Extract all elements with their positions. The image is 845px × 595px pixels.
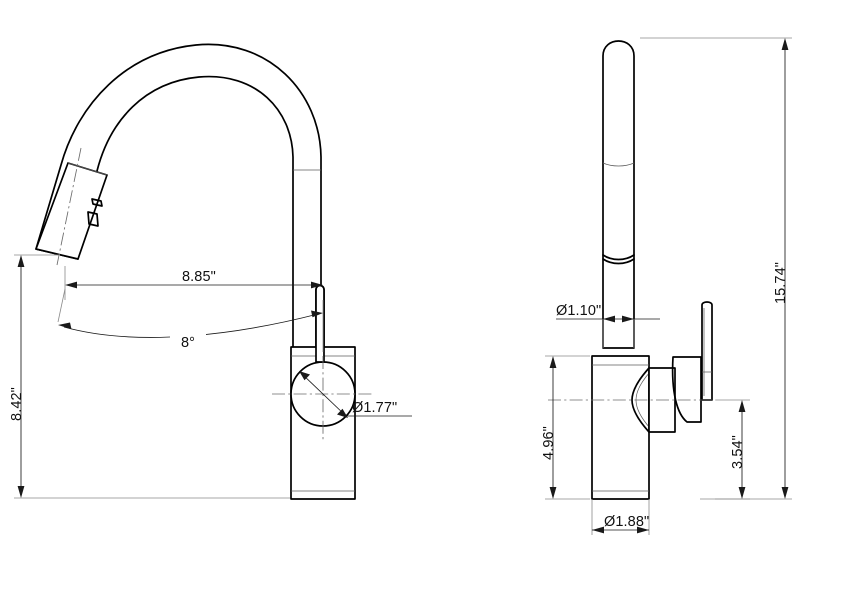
dim-spout-height-label: 8.42" bbox=[9, 387, 25, 421]
spray-head bbox=[35, 162, 108, 260]
dim-body-height: 4.96" bbox=[541, 355, 590, 500]
dim-base-diameter-front: Ø1.77" bbox=[299, 371, 412, 418]
spout-column-side bbox=[602, 40, 635, 349]
dim-body-height-label: 4.96" bbox=[541, 426, 557, 460]
dim-reach-label: 8.85" bbox=[182, 269, 216, 285]
lever-handle-side bbox=[701, 301, 713, 401]
dim-spray-angle: 8° bbox=[57, 288, 323, 351]
knurled-grip bbox=[671, 356, 702, 423]
dim-overall-height-label: 15.74" bbox=[773, 262, 789, 304]
dim-base-diameter-front-label: Ø1.77" bbox=[352, 400, 397, 416]
dim-spray-angle-label: 8° bbox=[181, 335, 195, 351]
dim-overall-height: 15.74" bbox=[640, 37, 792, 500]
dim-spout-tube-diameter-label: Ø1.10" bbox=[556, 303, 601, 319]
dim-handle-height: 3.54" bbox=[700, 399, 750, 500]
lever-stem-overlay bbox=[315, 284, 325, 363]
dim-spout-height: 8.42" bbox=[9, 254, 290, 499]
front-elevation-view: 8.85" 8.42" 8° bbox=[9, 43, 412, 500]
dim-spout-tube-diameter: Ø1.10" bbox=[556, 303, 660, 348]
spray-head-centerline bbox=[56, 147, 82, 266]
dim-reach: 8.85" bbox=[64, 266, 324, 352]
dim-handle-height-label: 3.54" bbox=[730, 435, 746, 469]
gooseneck-spout-body bbox=[35, 43, 322, 351]
dim-base-diameter-side: Ø1.88" bbox=[591, 499, 650, 535]
dim-base-diameter-side-label: Ø1.88" bbox=[604, 514, 649, 530]
side-profile-view: 15.74" Ø1.10" 4.96" bbox=[541, 37, 792, 535]
